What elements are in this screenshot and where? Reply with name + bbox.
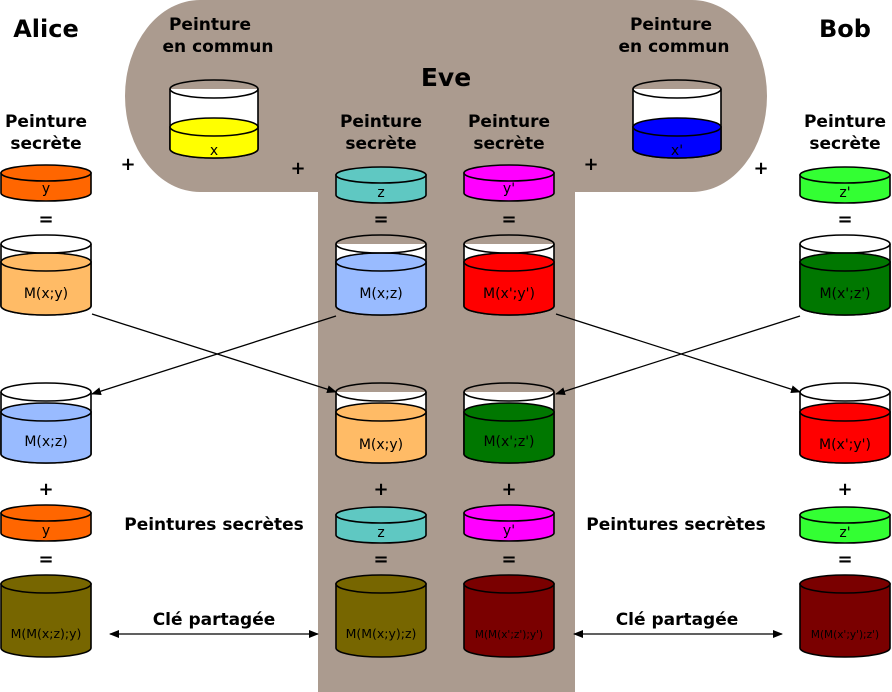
- secret-paint-can-alice-y: y: [0, 164, 92, 202]
- equals-sign: =: [837, 209, 852, 230]
- eve-region: [125, 0, 767, 692]
- secret-paint-can-eve-z-2-label: z: [377, 525, 384, 541]
- common-paint-label-right-1: Peinture: [630, 15, 712, 35]
- common-paint-can-x: x: [169, 79, 259, 159]
- equals-sign: =: [501, 549, 516, 570]
- plus-sign: +: [120, 154, 135, 175]
- key-can-alice: M(M(x;z);y): [0, 574, 92, 658]
- mix-can-alice-mxy: M(x;y): [0, 234, 92, 316]
- key-can-bob: M(M(x';y');z'): [799, 574, 891, 658]
- received-can-alice-mxz-label: M(x;z): [24, 434, 67, 450]
- secret-paint-can-eve-yp-2: y': [463, 504, 555, 542]
- arrow-bob-mix-to-eve: [555, 315, 801, 396]
- received-can-eve-mxy: M(x;y): [335, 382, 427, 464]
- arrow-eve-mix-to-alice: [91, 315, 337, 396]
- key-can-eve-2: M(M(x';z');y'): [463, 574, 555, 658]
- received-can-alice-mxz: M(x;z): [0, 382, 92, 464]
- received-can-bob-mxpyp: M(x';y'): [799, 382, 891, 464]
- key-can-eve-1-label: M(M(x;y);z): [346, 626, 417, 641]
- plus-sign: +: [501, 479, 516, 500]
- secret-paint-can-eve-z: z: [335, 166, 427, 204]
- common-paint-label-left-2: en commun: [163, 37, 274, 57]
- secret-paint-label-bob-1: Peinture: [804, 112, 886, 132]
- paint-cans: x x' y z y' z' M(x;y) M(x;z) M(x';y') M(x';z') M(x…: [0, 79, 891, 658]
- secret-paint-can-bob-zp-2-label: z': [839, 525, 850, 541]
- equals-sign: =: [837, 549, 852, 570]
- received-can-eve-mxpzp: M(x';z'): [463, 382, 555, 464]
- equals-sign: =: [38, 549, 53, 570]
- equals-sign: =: [38, 209, 53, 230]
- mix-can-bob-mxpzp: M(x';z'): [799, 234, 891, 316]
- equals-sign: =: [501, 209, 516, 230]
- mix-can-eve-mxz: M(x;z): [335, 234, 427, 316]
- secret-paint-label-alice-1: Peinture: [5, 112, 87, 132]
- common-paint-can-x-label: x: [210, 143, 218, 159]
- secret-paint-can-eve-yp: y': [463, 164, 555, 202]
- received-can-eve-mxpzp-label: M(x';z'): [483, 434, 534, 450]
- secret-paint-can-alice-y-2: y: [0, 504, 92, 542]
- plus-sign: +: [373, 479, 388, 500]
- arrow-alice-mix-to-eve: [91, 313, 337, 394]
- equals-sign: =: [373, 549, 388, 570]
- secret-paint-can-bob-zp: z': [799, 166, 891, 204]
- mix-can-alice-mxy-label: M(x;y): [24, 286, 68, 302]
- mix-can-eve-mxpyp-label: M(x';y'): [483, 286, 535, 302]
- secret-paint-can-eve-z-label: z: [377, 185, 384, 201]
- shared-key-label-left: Clé partagée: [153, 610, 276, 630]
- key-can-eve-1: M(M(x;y);z): [335, 574, 427, 658]
- mix-can-bob-mxpzp-label: M(x';z'): [819, 286, 870, 302]
- bob-title: Bob: [819, 15, 871, 43]
- secret-paint-can-bob-zp-2: z': [799, 506, 891, 544]
- equals-sign: =: [373, 209, 388, 230]
- plus-sign: +: [290, 158, 305, 179]
- secret-paint-label-eve-z-2: secrète: [345, 134, 416, 154]
- secret-paint-label-bob-2: secrète: [809, 134, 880, 154]
- alice-title: Alice: [13, 15, 79, 43]
- secret-paint-label-alice-2: secrète: [10, 134, 81, 154]
- secret-paint-label-eve-y-2: secrète: [473, 134, 544, 154]
- received-can-bob-mxpyp-label: M(x';y'): [819, 437, 871, 453]
- arrow-eve-mix-to-bob: [555, 313, 801, 394]
- plus-sign: +: [753, 158, 768, 179]
- plus-sign: +: [837, 479, 852, 500]
- secret-paint-can-eve-z-2: z: [335, 506, 427, 544]
- common-paint-can-xp-label: x': [671, 143, 683, 159]
- common-paint-label-left-1: Peinture: [169, 15, 251, 35]
- key-can-eve-2-label: M(M(x';z');y'): [475, 629, 543, 641]
- plus-sign: +: [38, 479, 53, 500]
- secret-paint-label-eve-z-1: Peinture: [340, 112, 422, 132]
- secret-paint-label-eve-y-1: Peinture: [468, 112, 550, 132]
- mix-can-eve-mxpyp: M(x';y'): [463, 234, 555, 316]
- secret-paint-can-alice-y-2-label: y: [42, 523, 50, 539]
- mix-can-eve-mxz-label: M(x;z): [359, 286, 402, 302]
- key-can-bob-label: M(M(x';y');z'): [811, 629, 879, 641]
- secret-paints-label-left: Peintures secrètes: [124, 515, 304, 535]
- secret-paint-can-eve-yp-label: y': [503, 181, 515, 197]
- plus-sign: +: [583, 154, 598, 175]
- secret-paints-label-right: Peintures secrètes: [586, 515, 766, 535]
- received-can-eve-mxy-label: M(x;y): [359, 437, 403, 453]
- secret-paint-can-bob-zp-label: z': [839, 185, 850, 201]
- shared-key-label-right: Clé partagée: [616, 610, 739, 630]
- common-paint-label-right-2: en commun: [619, 37, 730, 57]
- secret-paint-can-eve-yp-2-label: y': [503, 523, 515, 539]
- common-paint-can-xp: x': [632, 79, 722, 159]
- secret-paint-can-alice-y-label: y: [42, 181, 50, 197]
- key-can-alice-label: M(M(x;z);y): [11, 626, 82, 641]
- eve-title: Eve: [421, 63, 471, 92]
